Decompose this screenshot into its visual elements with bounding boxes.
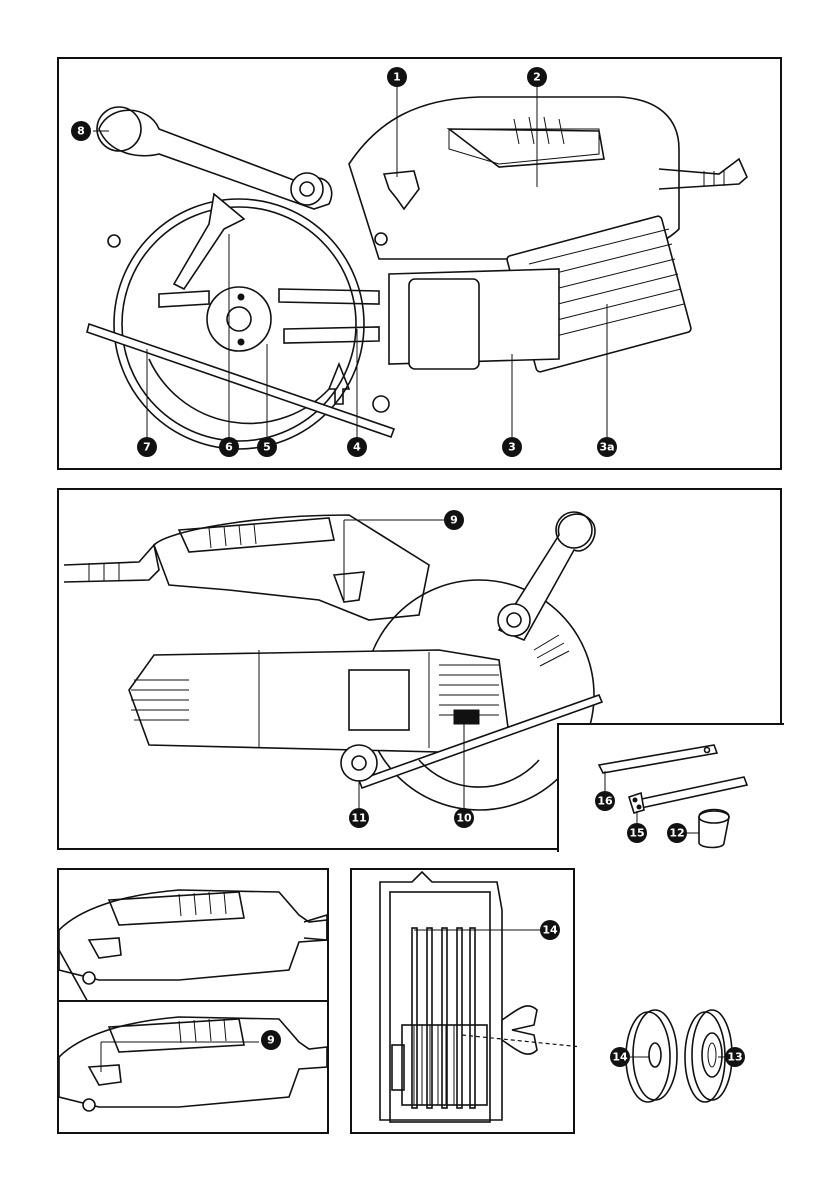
callouts-blade-stack: 14 — [352, 870, 577, 1136]
panel-side-view-left: 9 11 10 16 15 12 — [57, 488, 782, 850]
svg-text:12: 12 — [669, 827, 684, 840]
callout-1: 1 — [387, 67, 407, 87]
panel-blade-stack: 14 — [350, 868, 575, 1134]
callout-14-washer: 14 — [610, 1047, 630, 1067]
callout-6: 6 — [219, 437, 239, 457]
callout-4: 4 — [347, 437, 367, 457]
svg-text:6: 6 — [225, 441, 233, 454]
svg-text:14: 14 — [542, 924, 558, 937]
svg-text:3: 3 — [508, 441, 516, 454]
callout-15: 15 — [627, 823, 647, 843]
panel-handle-detail-top — [57, 868, 329, 1002]
callouts-washers: 14 13 — [600, 995, 750, 1115]
callout-11: 11 — [349, 808, 369, 828]
callout-3: 3 — [502, 437, 522, 457]
svg-text:11: 11 — [351, 812, 366, 825]
svg-text:1: 1 — [393, 71, 401, 84]
handle-detail-top — [59, 870, 331, 1004]
callout-14-stack: 14 — [540, 920, 560, 940]
callouts-side-right: 1 2 8 7 6 5 4 3 3a — [59, 59, 784, 472]
callout-7: 7 — [137, 437, 157, 457]
callout-16: 16 — [595, 791, 615, 811]
svg-text:4: 4 — [353, 441, 361, 454]
svg-text:9: 9 — [267, 1034, 275, 1047]
panel-handle-detail-bottom: 9 — [57, 1000, 329, 1134]
callout-9: 9 — [444, 510, 464, 530]
callouts-handle-bottom: 9 — [59, 1002, 331, 1136]
svg-text:16: 16 — [597, 795, 613, 808]
accessories-inset: 16 15 12 — [557, 723, 784, 852]
svg-text:14: 14 — [612, 1051, 628, 1064]
callout-8: 8 — [71, 121, 91, 141]
svg-text:7: 7 — [143, 441, 151, 454]
callout-3a: 3a — [597, 437, 617, 457]
svg-text:10: 10 — [456, 812, 472, 825]
svg-text:9: 9 — [450, 514, 458, 527]
callout-5: 5 — [257, 437, 277, 457]
panel-side-view-right: 1 2 8 7 6 5 4 3 3a — [57, 57, 782, 470]
callouts-accessories: 16 15 12 — [559, 725, 786, 854]
svg-text:13: 13 — [727, 1051, 742, 1064]
callout-13: 13 — [725, 1047, 745, 1067]
svg-text:2: 2 — [533, 71, 541, 84]
callout-2: 2 — [527, 67, 547, 87]
callout-10: 10 — [454, 808, 474, 828]
svg-text:3a: 3a — [599, 441, 614, 454]
svg-text:8: 8 — [77, 125, 85, 138]
svg-text:5: 5 — [263, 441, 271, 454]
callout-9-detail: 9 — [261, 1030, 281, 1050]
callout-12: 12 — [667, 823, 687, 843]
svg-text:15: 15 — [629, 827, 644, 840]
